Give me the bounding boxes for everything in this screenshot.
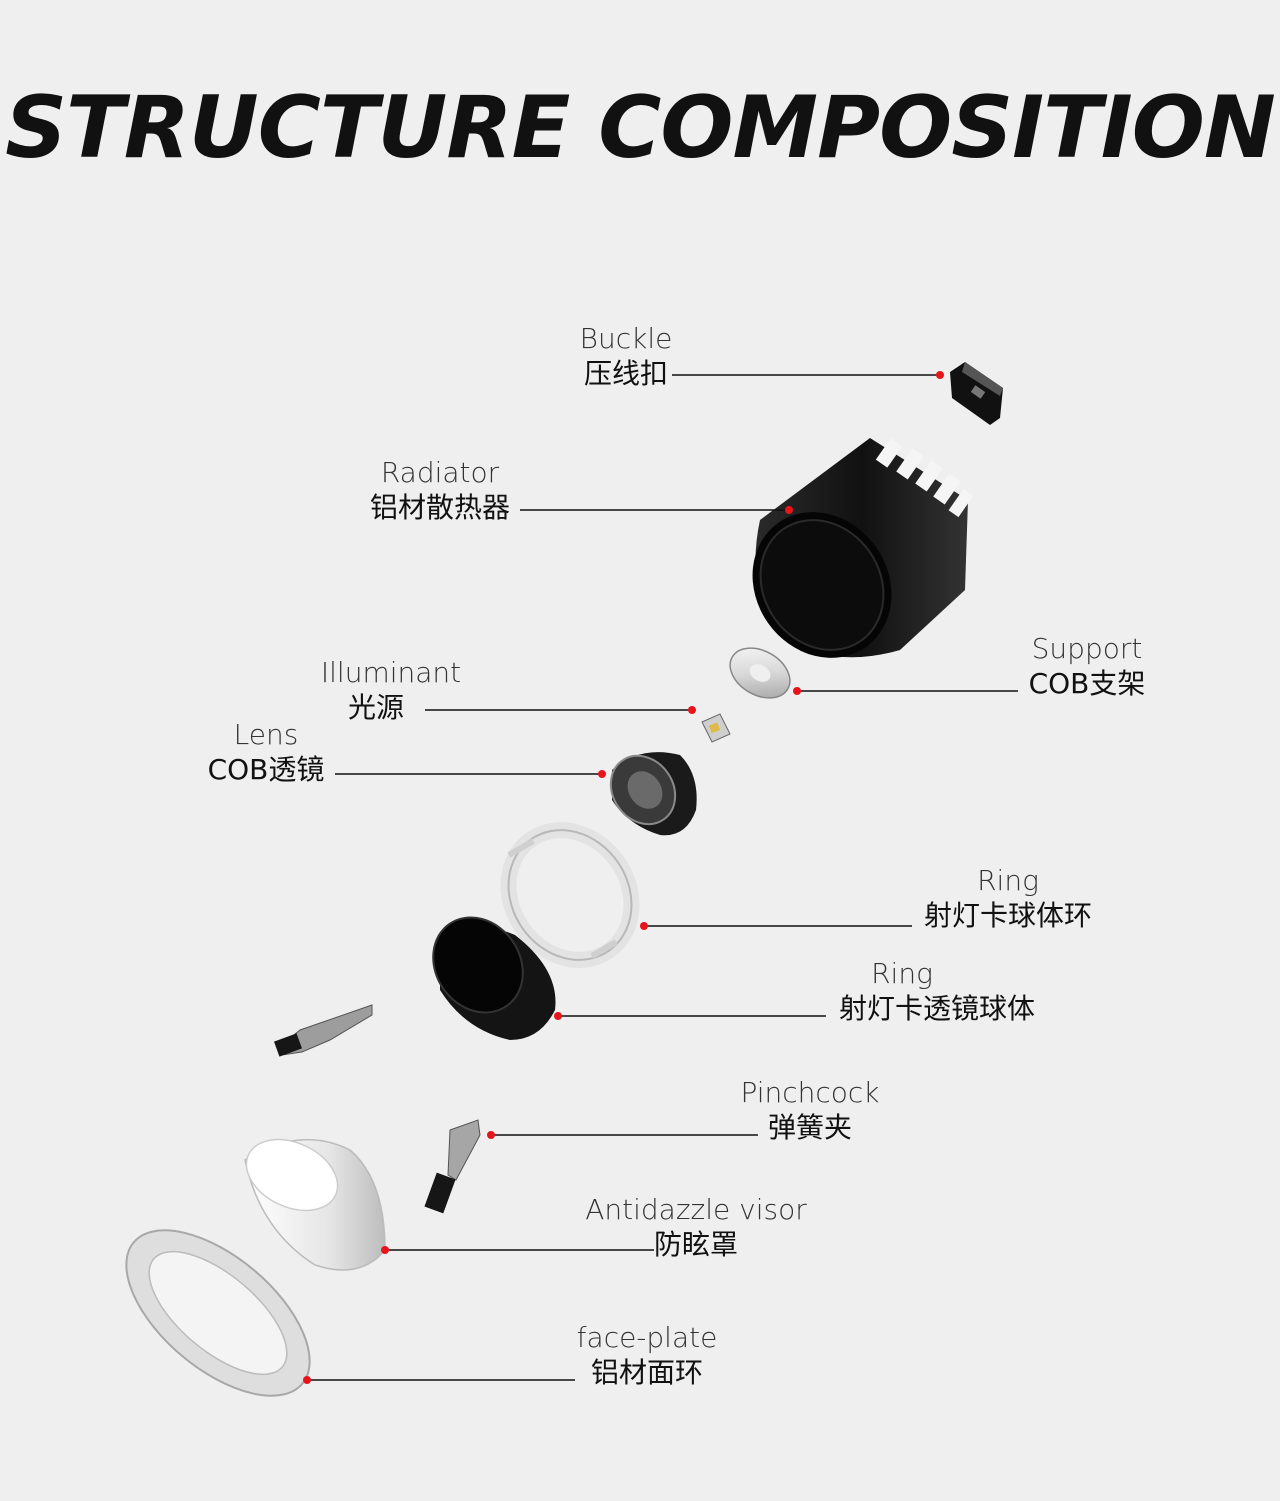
label-faceplate: face-plate 铝材面环 [562, 1321, 732, 1391]
dot-ring2 [554, 1012, 562, 1020]
label-ring2-zh: 射灯卡透镜球体 [838, 992, 1035, 1025]
dot-visor [381, 1246, 389, 1254]
label-pinchcock: Pinchcock 弹簧夹 [730, 1076, 890, 1146]
label-faceplate-en: face-plate [576, 1321, 718, 1354]
dot-faceplate [303, 1376, 311, 1384]
label-ring2: Ring 射灯卡透镜球体 [822, 957, 1052, 1027]
label-buckle: Buckle 压线扣 [566, 322, 686, 392]
pinchcock-left-part [273, 1004, 373, 1057]
label-radiator: Radiator 铝材散热器 [350, 456, 530, 526]
dot-ring1 [640, 922, 648, 930]
callout-lines [307, 374, 1018, 1381]
radiator-part [752, 438, 974, 658]
pinchcock-part [424, 1119, 481, 1214]
callout-dots [303, 371, 944, 1384]
dot-buckle [936, 371, 944, 379]
label-ring1-en: Ring [977, 864, 1039, 897]
label-support-en: Support [1031, 632, 1143, 665]
label-ring2-en: Ring [871, 957, 933, 990]
label-pinchcock-en: Pinchcock [740, 1076, 880, 1109]
label-lens-en: Lens [233, 718, 299, 751]
label-support: Support COB支架 [1012, 632, 1162, 702]
antidazzle-visor-part [244, 1138, 386, 1271]
ring-lens-ball-part [432, 916, 556, 1040]
label-illuminant-zh: 光源 [347, 691, 404, 724]
label-buckle-zh: 压线扣 [583, 357, 668, 390]
label-support-zh: COB支架 [1028, 667, 1146, 700]
dot-radiator [785, 506, 793, 514]
illuminant-part [701, 713, 731, 743]
buckle-part [950, 362, 1003, 425]
label-lens-zh: COB透镜 [207, 753, 325, 786]
page-title: STRUCTURE COMPOSITION [5, 78, 1276, 178]
label-buckle-en: Buckle [579, 322, 673, 355]
label-faceplate-zh: 铝材面环 [590, 1356, 703, 1389]
face-plate-part [125, 1229, 311, 1397]
label-visor-en: Antidazzle visor [585, 1193, 807, 1226]
dot-support [793, 687, 801, 695]
label-ring1-zh: 射灯卡球体环 [923, 899, 1092, 932]
label-visor-zh: 防眩罩 [653, 1228, 738, 1261]
dot-lens [598, 770, 606, 778]
label-radiator-zh: 铝材散热器 [369, 491, 510, 524]
dot-illuminant [688, 706, 696, 714]
label-pinchcock-zh: 弹簧夹 [767, 1111, 852, 1144]
label-visor: Antidazzle visor 防眩罩 [566, 1193, 826, 1263]
label-lens: Lens COB透镜 [196, 718, 336, 788]
ring-ball-part [500, 822, 640, 968]
label-illuminant-en: Illuminant [320, 656, 462, 689]
lens-part [609, 752, 697, 836]
label-illuminant: Illuminant 光源 [306, 656, 476, 726]
label-radiator-en: Radiator [380, 456, 500, 489]
dot-pinchcock [487, 1131, 495, 1139]
label-ring1: Ring 射灯卡球体环 [908, 864, 1108, 934]
support-part [729, 647, 791, 699]
